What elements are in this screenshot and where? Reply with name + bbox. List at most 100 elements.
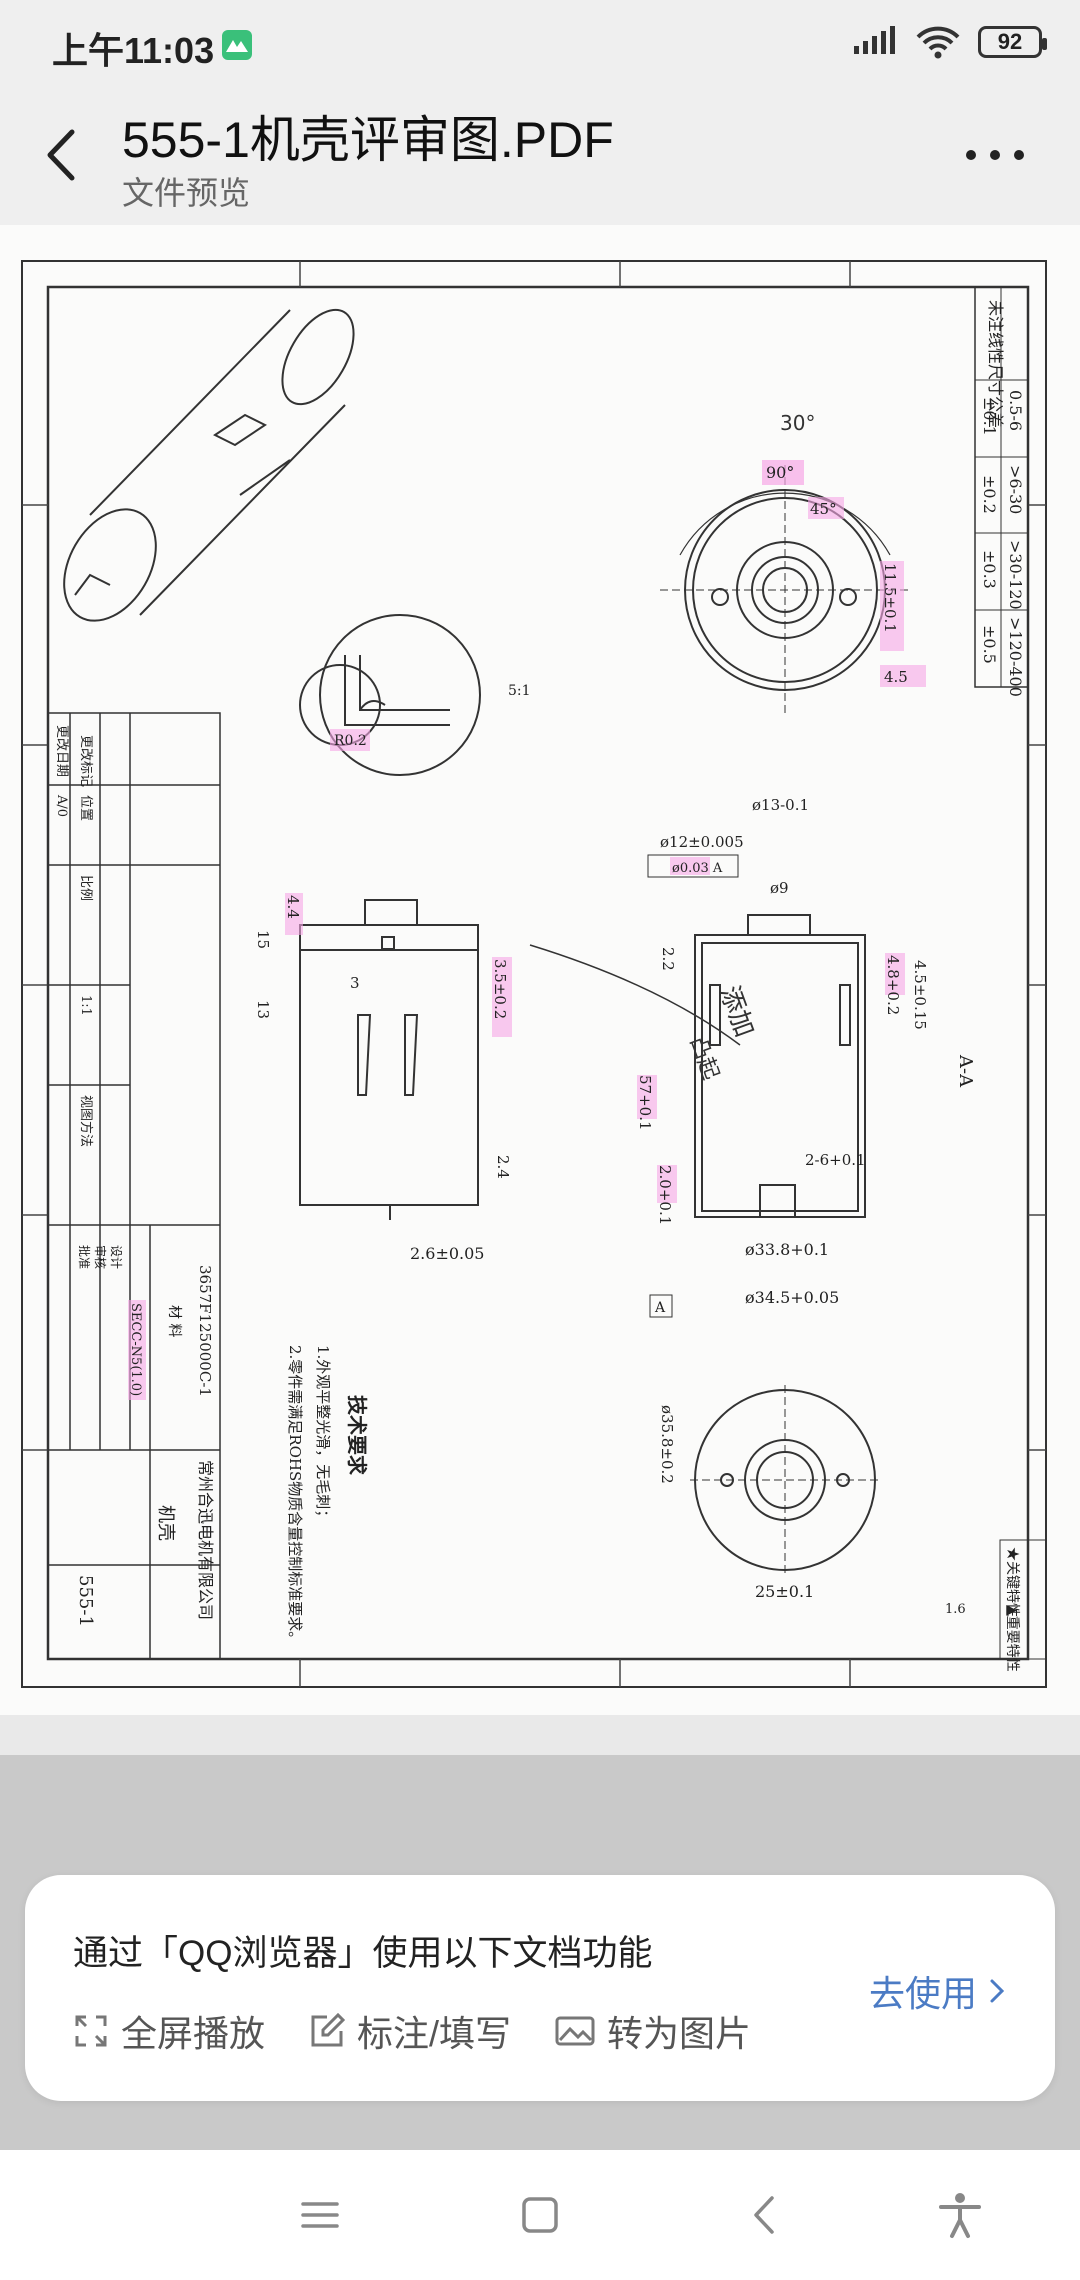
svg-text:ø35.8±0.2: ø35.8±0.2 [658, 1405, 676, 1484]
svg-text:2-6+0.1: 2-6+0.1 [805, 1151, 866, 1169]
svg-text:2.4: 2.4 [494, 1155, 512, 1179]
svg-text:1.6: 1.6 [945, 1602, 966, 1617]
feature-label: 转为图片 [607, 2013, 752, 2054]
svg-text:设计: 设计 [109, 1245, 123, 1269]
svg-text:未注线性尺寸公差: 未注线性尺寸公差 [986, 300, 1005, 428]
fullscreen-icon [75, 2015, 107, 2047]
chevron-right-icon [990, 1979, 1005, 2003]
qq-browser-promo-card: 通过「QQ浏览器」使用以下文档功能 全屏播放 标注/填写 转为图片 去使用 [25, 1875, 1055, 2101]
feature-label: 标注/填写 [357, 2013, 512, 2054]
svg-text:25±0.1: 25±0.1 [755, 1582, 814, 1601]
section-view [529, 914, 866, 1218]
svg-text:2.2: 2.2 [659, 947, 677, 971]
svg-text:A-A: A-A [955, 1054, 976, 1088]
end-view-top [660, 465, 910, 715]
tolerance-table: 未注线性尺寸公差 0.5-6 >6-30 >30-120 >120-400 ±0… [974, 286, 1029, 697]
feature-list: 全屏播放 标注/填写 转为图片 [73, 2005, 751, 2057]
svg-text:2.零件需满足ROHS物质含量控制标准要求。: 2.零件需满足ROHS物质含量控制标准要求。 [286, 1345, 304, 1646]
document-title: 555-1机壳评审图.PDF [122, 112, 614, 168]
svg-text:>120-400: >120-400 [1006, 617, 1025, 697]
status-icons: 92 [854, 22, 1047, 62]
svg-text:凸起: 凸起 [684, 1034, 723, 1084]
go-use-label: 去使用 [868, 1973, 977, 2014]
dot-icon [990, 150, 1000, 160]
svg-text:13: 13 [254, 1000, 272, 1019]
svg-text:±0.2: ±0.2 [980, 475, 999, 514]
dot-icon [1014, 150, 1024, 160]
end-view-bottom [690, 1385, 880, 1575]
svg-text:审核: 审核 [93, 1245, 108, 1269]
feature-fullscreen[interactable]: 全屏播放 [73, 2005, 265, 2057]
system-navigation-bar [0, 2150, 1080, 2280]
detail-view [299, 614, 481, 776]
svg-text:比例: 比例 [78, 875, 93, 901]
svg-text:±0.5: ±0.5 [980, 625, 999, 664]
pdf-page: 未注线性尺寸公差 0.5-6 >6-30 >30-120 >120-400 ±0… [0, 225, 1080, 1715]
engineering-drawing: 未注线性尺寸公差 0.5-6 >6-30 >30-120 >120-400 ±0… [21, 260, 1047, 1688]
title-bar: 555-1机壳评审图.PDF 文件预览 [0, 90, 1080, 225]
app-notification-icon [222, 30, 252, 60]
svg-text:常州合迅电机有限公司: 常州合迅电机有限公司 [196, 1460, 215, 1620]
svg-text:批准: 批准 [77, 1245, 92, 1269]
wifi-icon [916, 26, 960, 59]
go-use-button[interactable]: 去使用 [869, 1965, 1005, 2017]
back-arrow-icon[interactable] [38, 120, 88, 190]
svg-text:3.5±0.2: 3.5±0.2 [491, 959, 509, 1019]
document-preview-area[interactable]: 未注线性尺寸公差 0.5-6 >6-30 >30-120 >120-400 ±0… [0, 225, 1080, 1755]
svg-text:90°: 90° [766, 463, 794, 482]
status-time: 上午11:03 [52, 30, 215, 71]
svg-text:ø0.03 A: ø0.03 A [672, 861, 723, 876]
feature-to-image[interactable]: 转为图片 [555, 2005, 751, 2057]
svg-text:技术要求: 技术要求 [345, 1395, 369, 1476]
svg-text:4.4: 4.4 [284, 895, 302, 919]
svg-text:A/0: A/0 [54, 794, 69, 817]
dot-icon [966, 150, 976, 160]
isometric-view [63, 308, 355, 622]
feature-label: 全屏播放 [121, 2013, 266, 2054]
svg-text:SECC-N5(1.0): SECC-N5(1.0) [128, 1303, 143, 1396]
svg-text:更改标记: 更改标记 [78, 735, 93, 787]
signal-icon [854, 26, 895, 54]
characteristic-legend: ★关键特性 ▲重要特性 [999, 1539, 1047, 1672]
edit-icon [311, 2013, 346, 2047]
svg-text:2.0+0.1: 2.0+0.1 [656, 1165, 674, 1225]
svg-text:11.5±0.1: 11.5±0.1 [881, 563, 899, 633]
menu-icon[interactable] [295, 2190, 345, 2240]
svg-text:15: 15 [254, 930, 272, 949]
battery-indicator: 92 [978, 26, 1047, 58]
promo-title: 通过「QQ浏览器」使用以下文档功能 [73, 1934, 653, 1973]
more-options-button[interactable] [966, 140, 1040, 170]
home-icon[interactable] [515, 2190, 565, 2240]
svg-text:机壳: 机壳 [155, 1505, 176, 1541]
svg-text:4.8+0.2: 4.8+0.2 [884, 955, 902, 1015]
svg-text:视图方法: 视图方法 [78, 1095, 94, 1147]
svg-text:ø33.8+0.1: ø33.8+0.1 [745, 1240, 829, 1259]
svg-text:3657F125000C-1: 3657F125000C-1 [196, 1265, 214, 1397]
back-icon[interactable] [742, 2190, 792, 2240]
svg-text:>30-120: >30-120 [1006, 540, 1025, 610]
svg-text:2.6±0.05: 2.6±0.05 [410, 1244, 484, 1263]
svg-text:4.5±0.15: 4.5±0.15 [911, 960, 929, 1030]
status-bar: 上午11:03 92 [0, 0, 1080, 90]
svg-text:45°: 45° [810, 500, 837, 518]
svg-text:位置: 位置 [78, 795, 93, 821]
svg-text:ø13-0.1: ø13-0.1 [752, 796, 809, 814]
svg-text:材 料: 材 料 [166, 1305, 182, 1337]
svg-text:±0.3: ±0.3 [980, 550, 999, 589]
svg-text:A: A [654, 1300, 666, 1316]
document-subtitle: 文件预览 [122, 175, 251, 211]
svg-text:5:1: 5:1 [508, 683, 531, 699]
svg-text:3: 3 [350, 974, 360, 992]
svg-text:ø34.5+0.05: ø34.5+0.05 [745, 1288, 839, 1307]
accessibility-icon[interactable] [935, 2190, 985, 2240]
svg-text:30°: 30° [780, 411, 815, 435]
feature-annotate[interactable]: 标注/填写 [309, 2005, 511, 2057]
svg-text:0.5-6: 0.5-6 [1006, 390, 1025, 431]
svg-text:555-1: 555-1 [75, 1575, 96, 1627]
svg-text:4.5: 4.5 [884, 668, 908, 686]
svg-text:ø12±0.005: ø12±0.005 [660, 833, 744, 851]
svg-text:R0.2: R0.2 [334, 733, 367, 749]
image-icon [555, 2016, 595, 2046]
svg-text:ø9: ø9 [770, 879, 789, 897]
svg-text:更改日期: 更改日期 [54, 725, 69, 777]
